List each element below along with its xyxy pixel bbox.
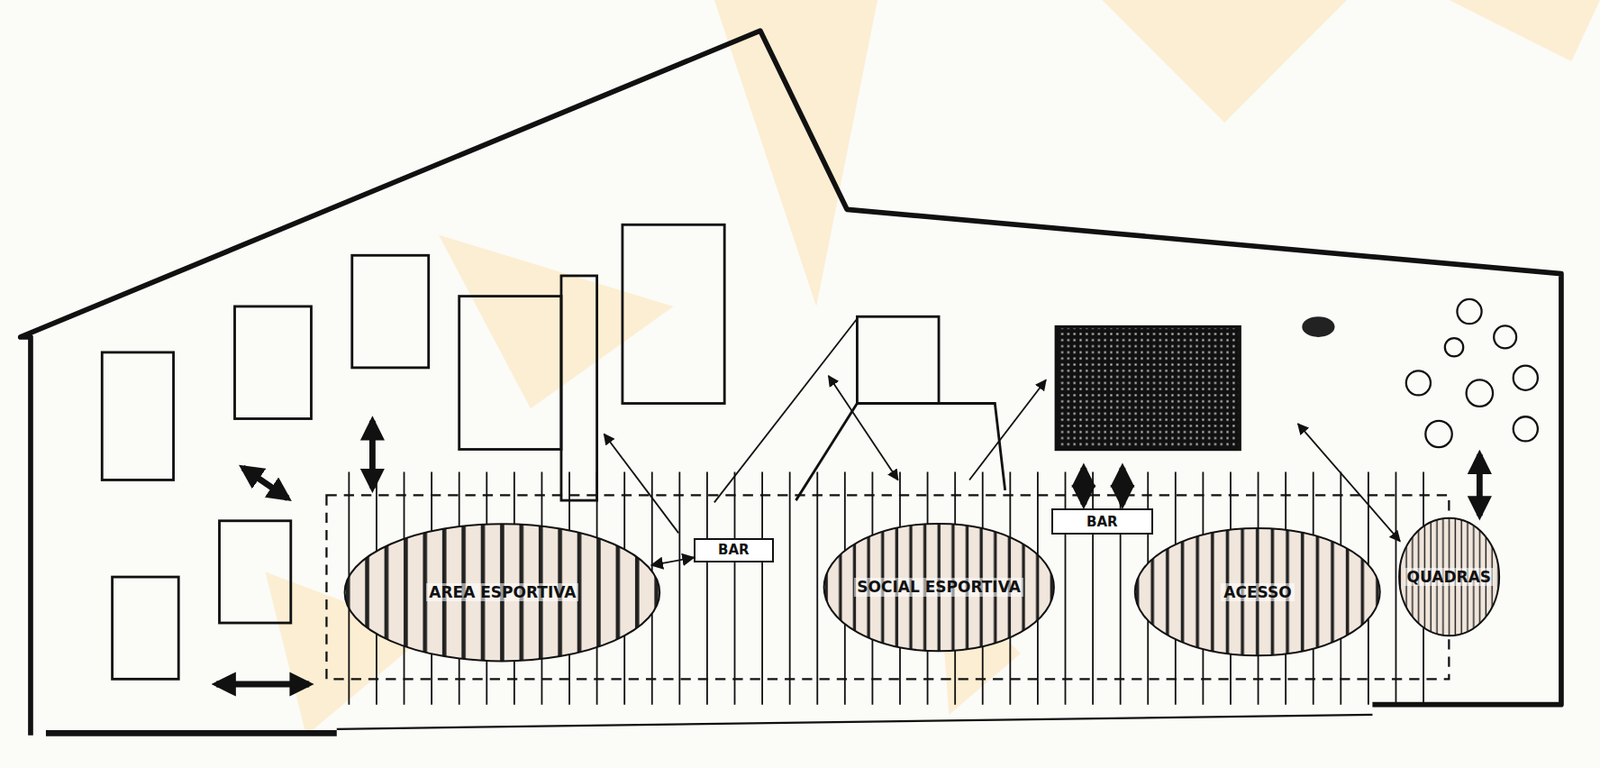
flow-arrow	[216, 420, 1480, 684]
zone-label: QUADRAS	[1404, 567, 1495, 587]
zone-ellipse	[1135, 527, 1381, 655]
band-line	[678, 471, 681, 704]
band-line	[1091, 471, 1094, 704]
zone-label: AREA ESPORTIVA	[426, 582, 579, 602]
zone-oval: AREA ESPORTIVA	[341, 520, 664, 664]
band-line	[761, 471, 764, 704]
band-line	[1395, 471, 1398, 704]
band-line	[706, 471, 709, 704]
tree-symbol	[1301, 316, 1335, 337]
zone-label: SOCIAL ESPORTIVA	[854, 577, 1024, 597]
zone-ellipse	[1399, 518, 1500, 636]
label-box: BAR	[1051, 508, 1154, 535]
relation-connector	[651, 556, 694, 565]
zone-ellipse	[345, 523, 661, 661]
band-line	[789, 471, 791, 704]
background-watermark	[264, 0, 1600, 736]
zone-oval: ACESSO	[1132, 525, 1383, 658]
band-line	[816, 471, 819, 704]
dense-block	[1055, 327, 1240, 450]
promenade-band	[326, 494, 1449, 679]
zone-label: ACESSO	[1220, 582, 1294, 602]
zone-label: BAR	[1084, 514, 1120, 530]
band-line	[1119, 471, 1122, 704]
band-line	[1064, 471, 1067, 704]
band-line	[734, 471, 737, 704]
site-boundary	[336, 714, 1373, 729]
zone-oval: SOCIAL ESPORTIVA	[821, 520, 1057, 654]
label-box: BAR	[693, 537, 773, 563]
band-lines	[348, 471, 1424, 704]
site-boundary	[45, 729, 337, 737]
relation-arrow	[604, 318, 1400, 542]
zone-ellipse	[823, 523, 1054, 651]
site-boundary	[20, 30, 1562, 736]
zone-oval: QUADRAS	[1398, 515, 1500, 638]
zone-label: BAR	[716, 542, 752, 558]
tree-symbol	[1406, 299, 1538, 447]
